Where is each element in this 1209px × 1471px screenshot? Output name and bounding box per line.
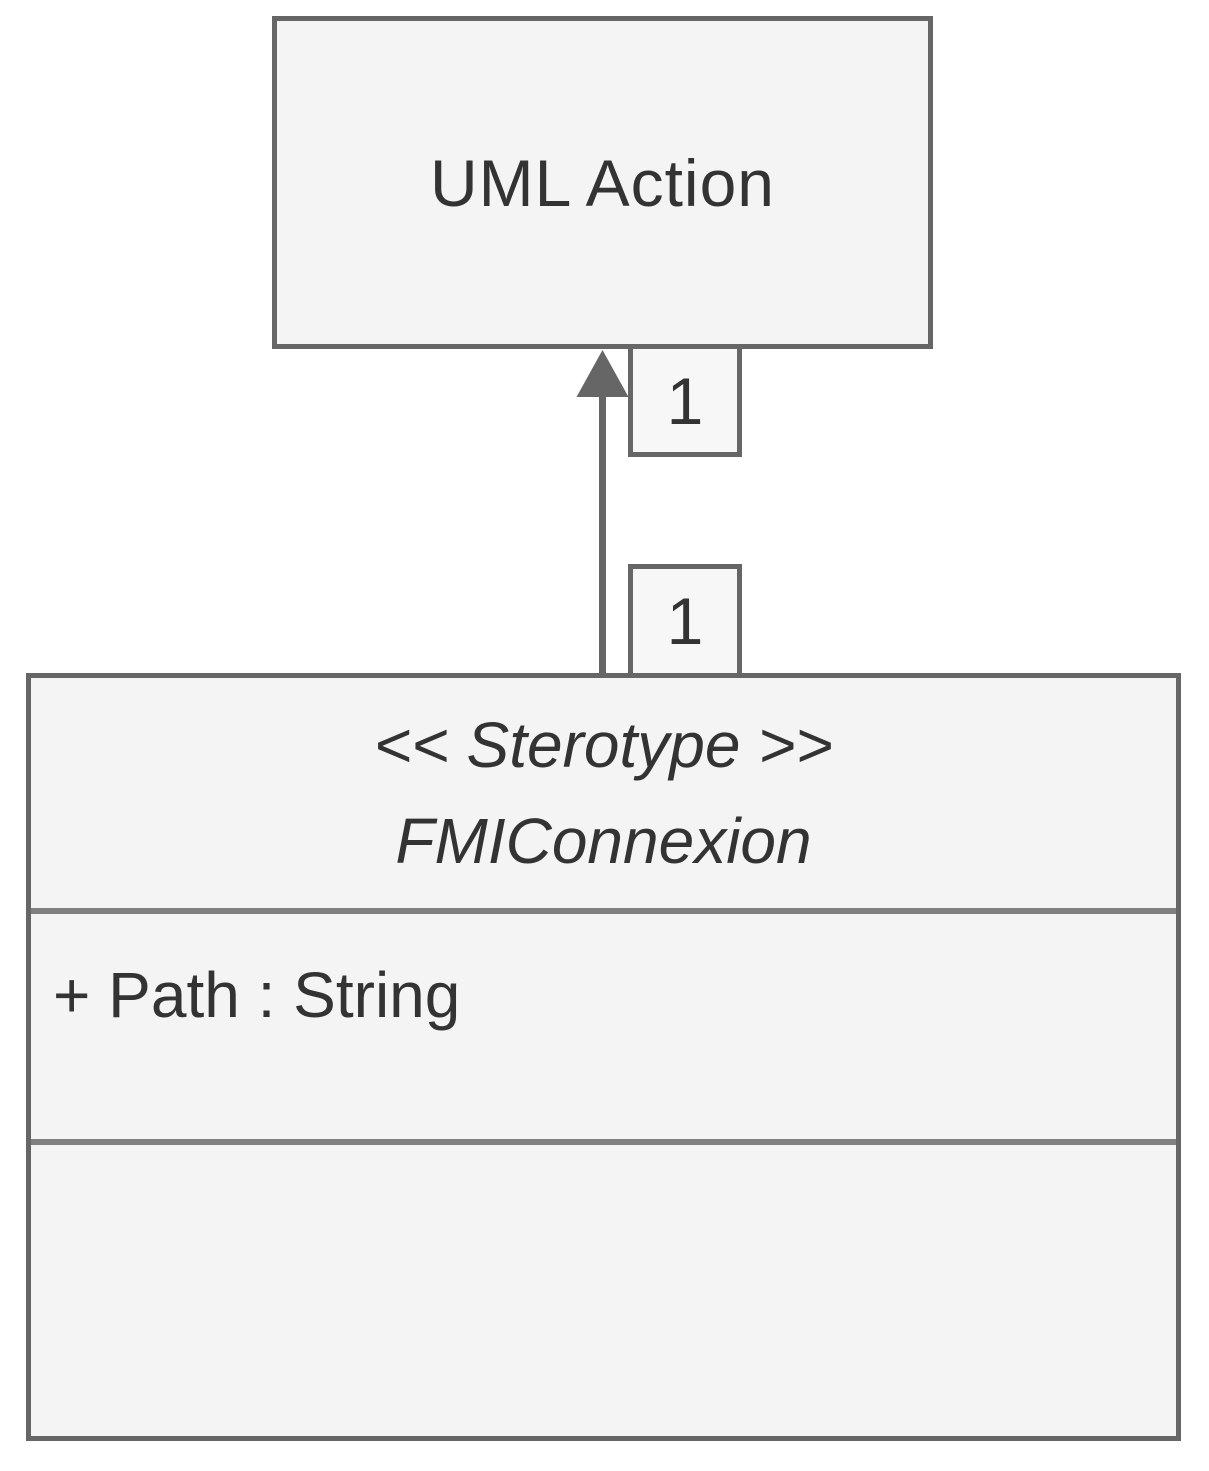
multiplicity-near-action: 1 xyxy=(666,363,704,438)
class-operations-compartment xyxy=(31,1139,1176,1436)
attribute-path-string: + Path : String xyxy=(53,959,461,1031)
fmiconnexion-class-box: << Sterotype >> FMIConnexion + Path : St… xyxy=(26,673,1181,1441)
multiplicity-near-class: 1 xyxy=(666,584,704,658)
uml-action-class-box: UML Action xyxy=(272,16,933,349)
multiplicity-box-near-action: 1 xyxy=(628,349,742,457)
association-arrow xyxy=(576,350,629,676)
arrowhead-icon xyxy=(576,350,629,397)
class-name: FMIConnexion xyxy=(395,805,812,877)
stereotype-label: << Sterotype >> xyxy=(374,708,833,781)
class-header-compartment: << Sterotype >> FMIConnexion xyxy=(31,678,1176,908)
multiplicity-box-near-class: 1 xyxy=(628,564,742,673)
uml-action-class-name: UML Action xyxy=(429,145,776,220)
class-attributes-compartment: + Path : String xyxy=(31,908,1176,1139)
